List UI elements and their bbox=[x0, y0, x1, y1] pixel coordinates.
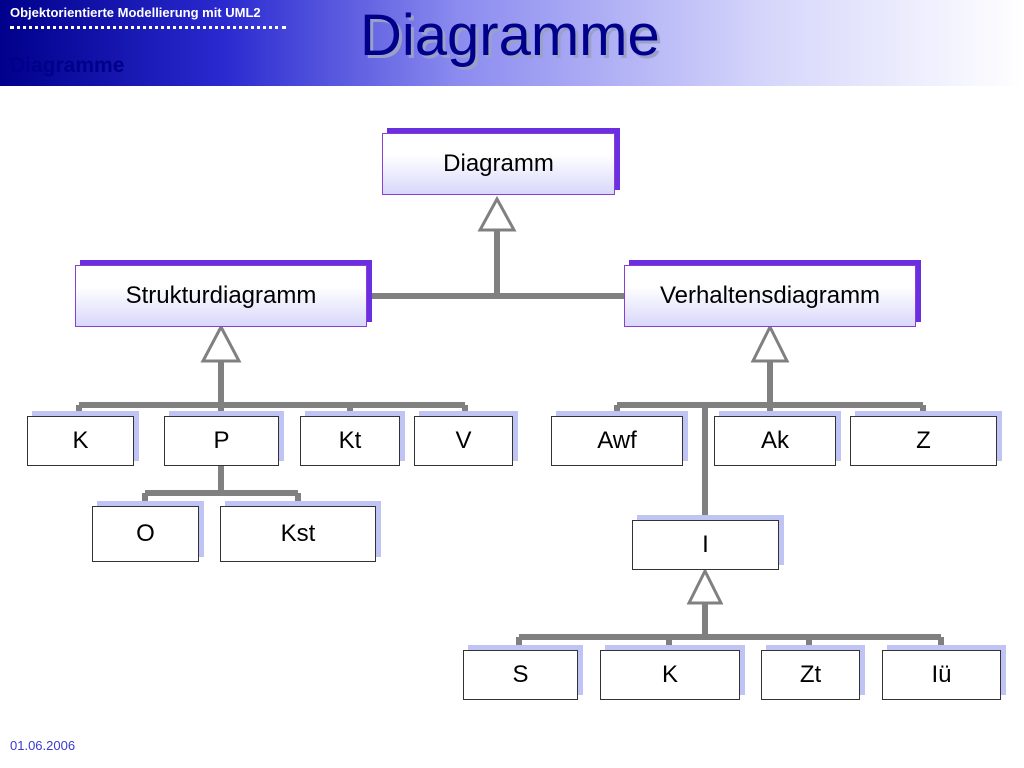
node-label: Z bbox=[916, 427, 931, 454]
node-label: P bbox=[213, 427, 230, 454]
course-title: Objektorientierte Modellierung mit UML2 bbox=[10, 5, 261, 20]
node-i: I bbox=[632, 520, 779, 570]
node-label: Kt bbox=[338, 427, 362, 454]
node-kst: Kst bbox=[220, 506, 376, 562]
node-o: O bbox=[92, 506, 199, 562]
generalization-arrow-icon bbox=[200, 323, 242, 363]
node-label: K bbox=[72, 427, 89, 454]
node-label: Verhaltensdiagramm bbox=[659, 282, 881, 309]
node-diagramm: Diagramm bbox=[382, 133, 615, 195]
node-label: Diagramm bbox=[443, 150, 554, 177]
node-zt: Zt bbox=[761, 650, 860, 700]
generalization-arrow-icon bbox=[477, 195, 517, 232]
node-awf: Awf bbox=[551, 416, 683, 466]
node-label: I bbox=[702, 531, 709, 558]
node-k: K bbox=[27, 416, 134, 466]
node-label: Iü bbox=[931, 661, 952, 688]
node-v: V bbox=[414, 416, 513, 466]
node-iu: Iü bbox=[882, 650, 1001, 700]
node-label: Kst bbox=[280, 520, 316, 547]
generalization-arrow-icon bbox=[750, 323, 790, 363]
node-label: K bbox=[661, 661, 678, 688]
node-verhaltensdiagramm: Verhaltensdiagramm bbox=[624, 265, 916, 327]
node-kt: Kt bbox=[300, 416, 400, 466]
footer-date: 01.06.2006 bbox=[10, 738, 76, 753]
node-label: Awf bbox=[597, 427, 637, 454]
node-k-interaction: K bbox=[600, 650, 740, 700]
node-label: O bbox=[136, 520, 155, 547]
page-title: Diagramme bbox=[360, 3, 660, 68]
node-label: V bbox=[455, 427, 472, 454]
slide-header: Objektorientierte Modellierung mit UML2 … bbox=[0, 0, 1024, 86]
node-label: Strukturdiagramm bbox=[125, 282, 317, 309]
generalization-arrow-icon bbox=[686, 567, 724, 605]
node-label: Zt bbox=[799, 661, 822, 688]
node-p: P bbox=[164, 416, 279, 466]
dotted-divider bbox=[10, 26, 286, 29]
node-label: S bbox=[512, 661, 529, 688]
node-strukturdiagramm: Strukturdiagramm bbox=[75, 265, 367, 327]
section-title: Diagramme bbox=[10, 54, 125, 77]
node-s: S bbox=[463, 650, 578, 700]
node-label: Ak bbox=[760, 427, 789, 454]
node-z: Z bbox=[850, 416, 997, 466]
node-ak: Ak bbox=[714, 416, 836, 466]
